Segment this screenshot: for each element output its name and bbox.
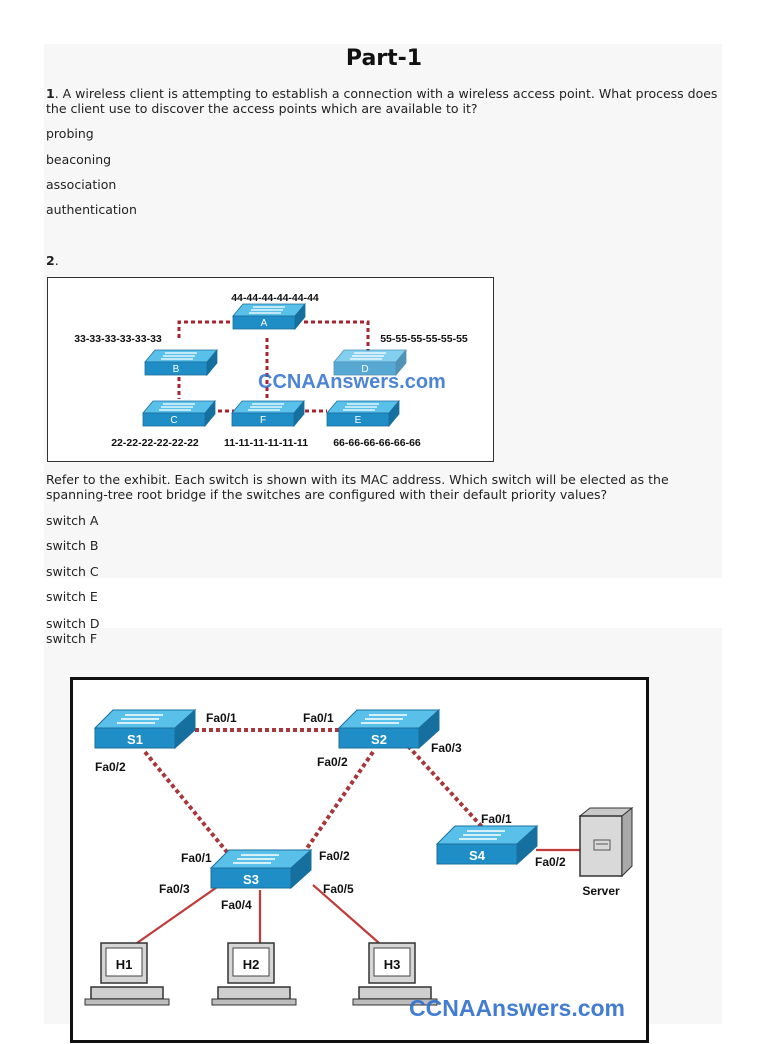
host-h3-label: H3	[384, 957, 401, 972]
switch-topology-diagram: S1 S2 S3 S4 Server H1 H2	[84, 709, 634, 1021]
mac-e: 66-66-66-66-66-66	[333, 437, 421, 449]
question-2-number: 2.	[46, 253, 59, 268]
question-1: 1. A wireless client is attempting to es…	[46, 86, 718, 116]
switch-f-label: F	[260, 415, 266, 426]
exhibit-stp-topology: A B D C F E 44-44-44-44-44-44 33-33-33-3…	[47, 277, 494, 462]
port-label: Fa0/3	[159, 882, 190, 896]
port-label: Fa0/2	[319, 849, 350, 863]
question-1-number: 1	[46, 86, 55, 101]
switch-s1-label: S1	[127, 732, 143, 747]
switch-s3-label: S3	[243, 872, 259, 887]
switch-e-label: E	[355, 415, 362, 426]
port-label: Fa0/3	[431, 741, 462, 755]
switch-a-label: A	[261, 318, 268, 329]
port-label: Fa0/2	[95, 760, 126, 774]
q2-option-switch-f[interactable]: switch F	[46, 631, 98, 646]
port-label: Fa0/1	[303, 711, 334, 725]
q1-option-association[interactable]: association	[46, 177, 117, 192]
q2-option-switch-b[interactable]: switch B	[46, 538, 99, 553]
switch-b-label: B	[173, 364, 180, 375]
host-h1-label: H1	[116, 957, 133, 972]
switch-s2-label: S2	[371, 732, 387, 747]
watermark-text: CCNAAnswers.com	[409, 995, 625, 1021]
port-label: Fa0/4	[221, 898, 252, 912]
port-label: Fa0/1	[481, 812, 512, 826]
host-h2-label: H2	[243, 957, 260, 972]
q1-option-probing[interactable]: probing	[46, 126, 94, 141]
page-title: Part-1	[345, 46, 423, 71]
switch-icon[interactable]: S2	[338, 709, 440, 749]
q2-option-switch-c[interactable]: switch C	[46, 564, 99, 579]
switch-icon[interactable]: D	[333, 349, 407, 376]
switch-icon[interactable]: F	[231, 400, 305, 427]
q1-option-beaconing[interactable]: beaconing	[46, 152, 112, 167]
q2-option-switch-e[interactable]: switch E	[46, 589, 98, 604]
q2-option-switch-a[interactable]: switch A	[46, 513, 99, 528]
switch-icon[interactable]: B	[144, 349, 218, 376]
q2-option-switch-d[interactable]: switch D	[46, 616, 100, 631]
switch-icon[interactable]: C	[142, 400, 216, 427]
switch-icon[interactable]: S3	[210, 849, 312, 889]
stp-topology-diagram: A B D C F E 44-44-44-44-44-44 33-33-33-3…	[74, 292, 468, 449]
q1-option-authentication[interactable]: authentication	[46, 202, 137, 217]
mac-d: 55-55-55-55-55-55	[380, 333, 468, 345]
port-label: Fa0/2	[535, 855, 566, 869]
port-label: Fa0/5	[323, 882, 354, 896]
pc-icon[interactable]: H3	[352, 942, 438, 1006]
stp-links	[177, 320, 370, 413]
exhibit-switch-topology: S1 S2 S3 S4 Server H1 H2	[70, 677, 649, 1043]
port-label: Fa0/1	[206, 711, 237, 725]
mac-f: 11-11-11-11-11-11	[224, 437, 308, 449]
switch-c-label: C	[170, 415, 177, 426]
switch-d-label: D	[361, 364, 368, 375]
question-1-text: . A wireless client is attempting to est…	[46, 86, 718, 116]
switch-icon[interactable]: S4	[436, 825, 538, 865]
server-label: Server	[582, 884, 620, 898]
switch-icon[interactable]: S1	[94, 709, 196, 749]
mac-a: 44-44-44-44-44-44	[231, 292, 319, 304]
server-icon[interactable]	[578, 806, 634, 878]
pc-icon[interactable]: H2	[211, 942, 297, 1006]
watermark-text: CCNAAnswers.com	[258, 371, 446, 393]
switch-s4-label: S4	[469, 848, 486, 863]
port-label: Fa0/2	[317, 755, 348, 769]
mac-b: 33-33-33-33-33-33	[74, 333, 162, 345]
switch-icon[interactable]: A	[232, 303, 306, 330]
port-label: Fa0/1	[181, 851, 212, 865]
switch-icon[interactable]: E	[326, 400, 400, 427]
pc-icon[interactable]: H1	[84, 942, 170, 1006]
question-2-text: Refer to the exhibit. Each switch is sho…	[46, 472, 669, 502]
mac-c: 22-22-22-22-22-22	[111, 437, 199, 449]
